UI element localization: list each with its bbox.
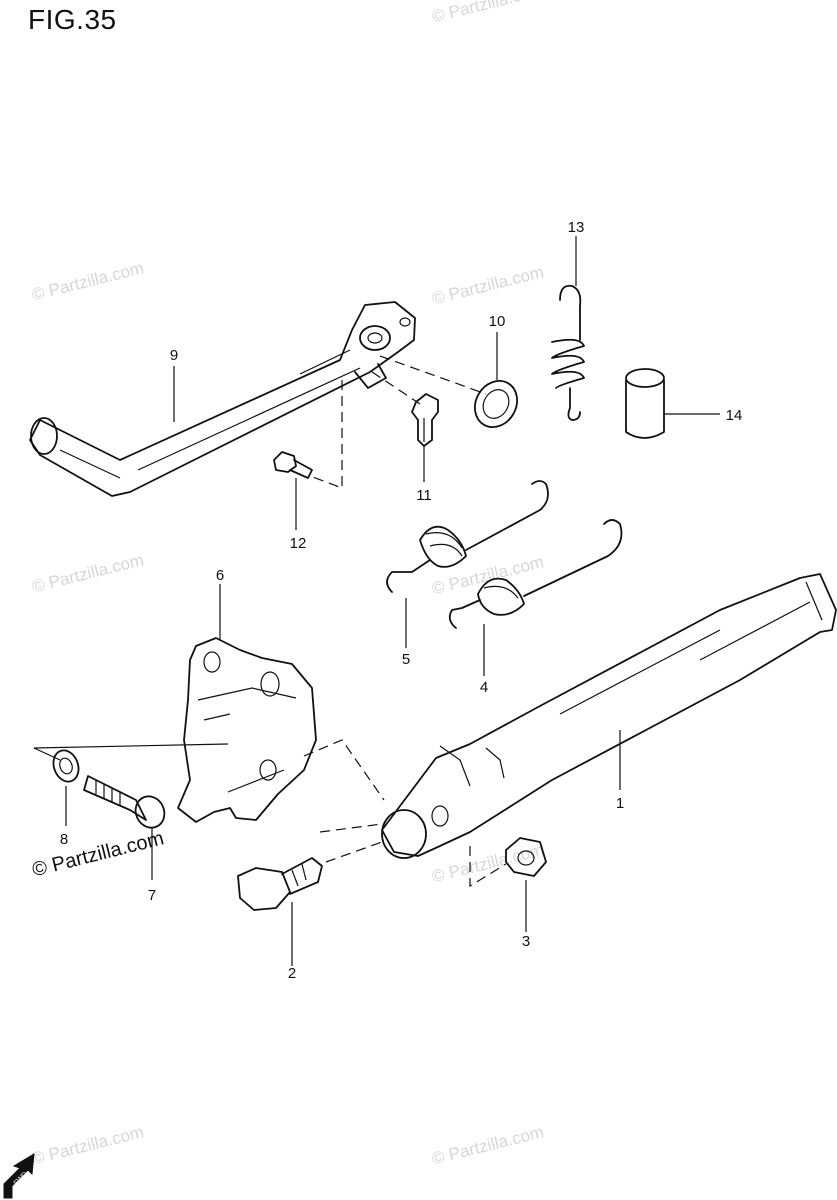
callout-14: 14 <box>726 407 743 424</box>
part-3-nut[interactable] <box>505 837 547 877</box>
part-10-washer[interactable] <box>467 373 526 435</box>
callout-10: 10 <box>489 313 506 330</box>
part-13-spring[interactable] <box>551 284 585 421</box>
leader-lines <box>33 236 720 966</box>
callout-labels: 1 2 3 4 5 6 7 8 9 10 11 12 13 14 <box>60 219 743 982</box>
callout-7: 7 <box>148 887 156 904</box>
callout-2: 2 <box>288 965 296 982</box>
part-4-spring[interactable] <box>448 519 623 629</box>
part-6-bracket[interactable] <box>177 637 317 823</box>
part-8-washer[interactable] <box>49 747 82 785</box>
part-12-bolt[interactable] <box>273 451 313 479</box>
callout-1: 1 <box>616 795 624 812</box>
part-5-spring[interactable] <box>386 480 549 593</box>
figure-title: FIG.35 <box>28 4 117 35</box>
callout-3: 3 <box>522 933 530 950</box>
callout-5: 5 <box>402 651 410 668</box>
callout-6: 6 <box>216 567 224 584</box>
callout-13: 13 <box>568 219 585 236</box>
fwd-arrow-icon: FWD <box>3 1153 35 1199</box>
part-14-collar[interactable] <box>625 368 665 439</box>
part-2-bolt[interactable] <box>237 857 323 911</box>
part-11-pin[interactable] <box>411 393 439 447</box>
callout-8: 8 <box>60 831 68 848</box>
part-1-sidestand[interactable] <box>381 573 837 859</box>
callout-4: 4 <box>480 679 488 696</box>
part-9-lever[interactable] <box>29 301 416 497</box>
callout-12: 12 <box>290 535 307 552</box>
callout-11: 11 <box>416 487 432 504</box>
part-7-bolt[interactable] <box>83 775 169 832</box>
callout-9: 9 <box>170 347 178 364</box>
